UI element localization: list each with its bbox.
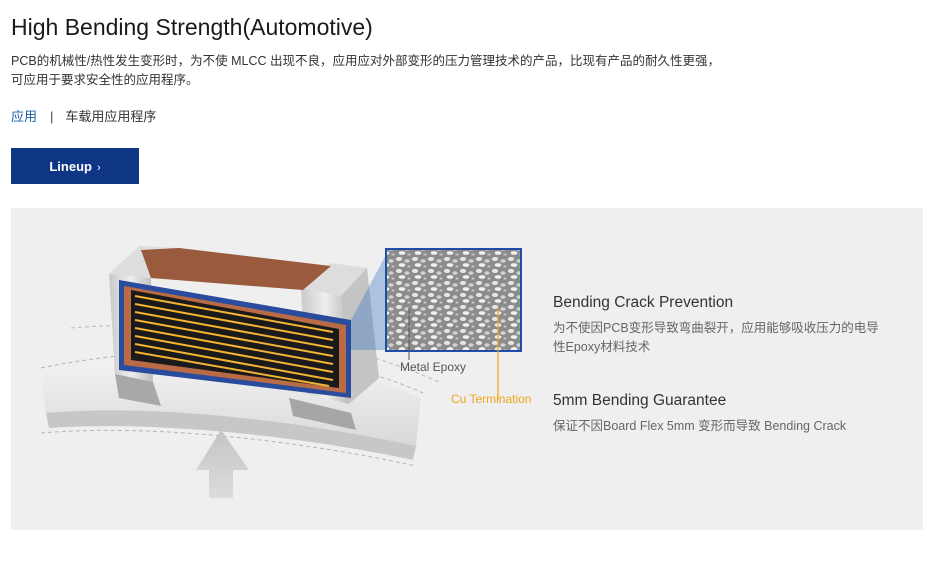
metal-epoxy-label: Metal Epoxy: [400, 360, 466, 374]
chip-cross-section: [119, 280, 351, 398]
application-separator: |: [50, 109, 54, 124]
feature-text-line: 性Epoxy材料技术: [553, 340, 651, 354]
feature-panel: Metal Epoxy Cu Termination Bending Crack…: [11, 208, 923, 530]
lineup-button[interactable]: Lineup ›: [11, 148, 139, 184]
lineup-label: Lineup: [49, 158, 92, 174]
cu-termination-label: Cu Termination: [451, 392, 531, 406]
application-value: 车载用应用程序: [65, 109, 157, 124]
description-line: 可应用于要求安全性的应用程序。: [11, 73, 199, 87]
ceramic-top: [141, 248, 331, 290]
epoxy-magnify-callout: [351, 248, 522, 400]
feature-title-bending-crack: Bending Crack Prevention: [553, 294, 734, 311]
feature-title-bending-guarantee: 5mm Bending Guarantee: [553, 392, 727, 409]
page-title: High Bending Strength(Automotive): [11, 14, 373, 40]
mlcc-bending-illustration: Metal Epoxy Cu Termination: [40, 246, 531, 498]
chevron-right-icon: ›: [96, 161, 101, 174]
feature-text-bending-crack: 为不使因PCB变形导致弯曲裂开，应用能够吸收压力的电导 性Epoxy材料技术: [553, 319, 879, 357]
description-line: PCB的机械性/热性发生变形时，为不使 MLCC 出现不良，应用应对外部变形的压…: [11, 54, 721, 68]
push-arrow-icon: [196, 430, 249, 498]
feature-text-bending-guarantee: 保证不因Board Flex 5mm 变形而导致 Bending Crack: [553, 417, 846, 436]
feature-text-line: 为不使因PCB变形导致弯曲裂开，应用能够吸收压力的电导: [553, 321, 879, 335]
feature-text-line: 保证不因Board Flex 5mm 变形而导致 Bending Crack: [553, 419, 847, 433]
product-description: PCB的机械性/热性发生变形时，为不使 MLCC 出现不良，应用应对外部变形的压…: [11, 52, 771, 90]
application-label[interactable]: 应用: [11, 109, 38, 124]
application-row: 应用 | 车载用应用程序: [11, 106, 156, 125]
